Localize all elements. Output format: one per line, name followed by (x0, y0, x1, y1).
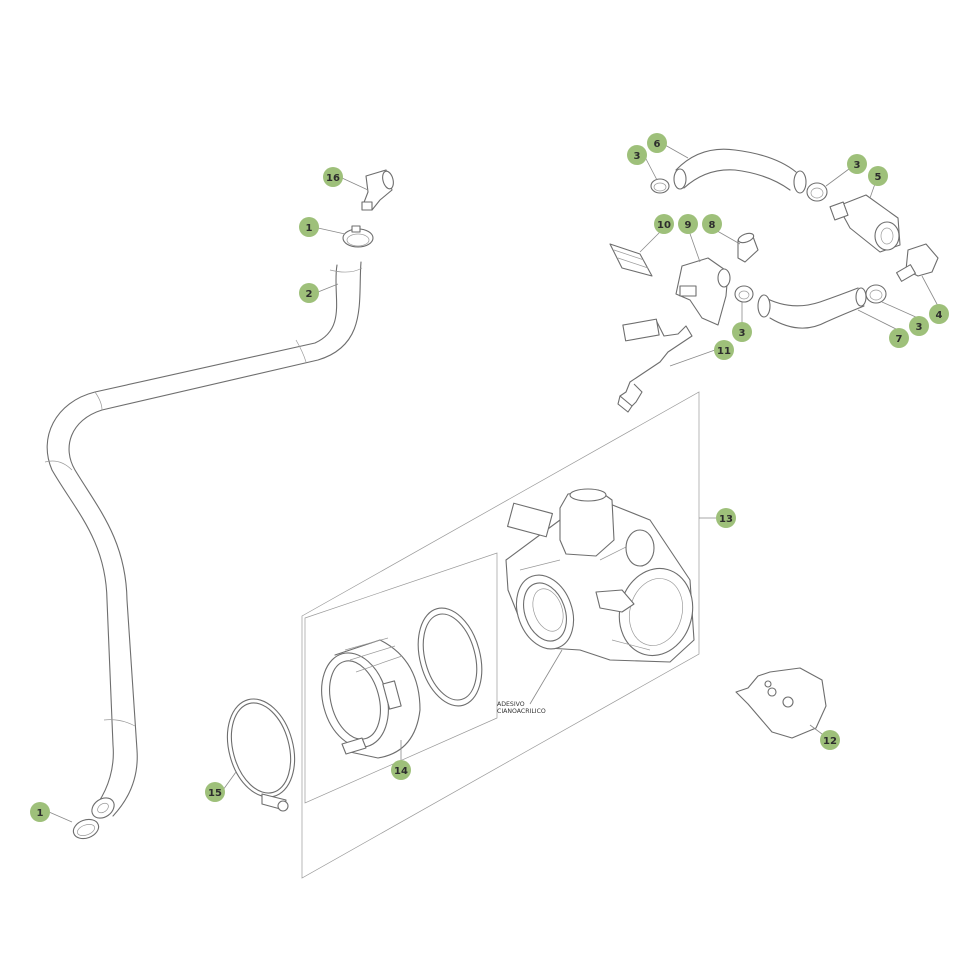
callout-label: 8 (709, 220, 716, 231)
clamp-3a (650, 178, 670, 194)
callout-bubble (678, 214, 698, 234)
callout-bubble (647, 133, 667, 153)
callout-label: 5 (875, 172, 882, 183)
hose-6 (673, 148, 807, 194)
callout-bubble (868, 166, 888, 186)
callout-bubble (889, 328, 909, 348)
injector-11 (617, 318, 693, 413)
callout-3-a: 3 (627, 145, 647, 165)
hose-7 (757, 287, 867, 329)
throttle-body (505, 488, 695, 663)
callout-bubble (702, 214, 722, 234)
hose-clamp-bottom (72, 818, 100, 840)
callouts: 16 1 2 1 3 6 3 5 10 9 8 4 3 7 3 11 13 12… (30, 133, 949, 822)
callout-label: 1 (37, 808, 44, 819)
callout-bubble (627, 145, 647, 165)
callout-label: 12 (823, 736, 837, 747)
callout-label: 9 (685, 220, 692, 231)
callout-6: 6 (647, 133, 667, 153)
callout-label: 3 (634, 151, 641, 162)
callout-bubble (323, 167, 343, 187)
elbow-fitting (361, 169, 394, 211)
callout-label: 4 (936, 310, 943, 321)
band-clamp-15 (226, 698, 296, 812)
callout-9: 9 (678, 214, 698, 234)
note-line-1: ADESIVO (497, 701, 525, 708)
callout-bubble (299, 217, 319, 237)
callout-bubble (30, 802, 50, 822)
callout-12: 12 (820, 730, 840, 750)
callout-label: 16 (326, 173, 340, 184)
callout-1-bottom: 1 (30, 802, 50, 822)
callout-bubble (299, 283, 319, 303)
callout-label: 7 (896, 334, 903, 345)
callout-bubble (820, 730, 840, 750)
connector-10 (609, 243, 653, 277)
callout-7: 7 (889, 328, 909, 348)
intake-sleeve-14 (321, 637, 421, 759)
callout-16: 16 (323, 167, 343, 187)
callout-label: 2 (306, 289, 313, 300)
callout-bubble (391, 760, 411, 780)
connector-5 (829, 194, 901, 253)
callout-label: 1 (306, 223, 313, 234)
callout-3-d: 3 (732, 322, 752, 342)
sensor-8 (737, 232, 759, 263)
callout-8: 8 (702, 214, 722, 234)
callout-bubble (205, 782, 225, 802)
callout-14: 14 (391, 760, 411, 780)
hose-long (44, 261, 363, 819)
callout-label: 6 (654, 139, 661, 150)
callout-2: 2 (299, 283, 319, 303)
plate-12 (735, 667, 827, 739)
callout-label: 15 (208, 788, 222, 799)
callout-bubble (909, 316, 929, 336)
clamp-3d (865, 284, 887, 304)
callout-label: 3 (854, 160, 861, 171)
callout-label: 13 (719, 514, 733, 525)
hose-clamp-top (342, 225, 374, 248)
callout-11: 11 (714, 340, 734, 360)
callout-bubble (732, 322, 752, 342)
panel-14-frame (304, 552, 498, 804)
callout-4: 4 (929, 304, 949, 324)
callout-label: 3 (739, 328, 746, 339)
ring-gasket (417, 607, 483, 707)
callout-bubble (847, 154, 867, 174)
callout-5: 5 (868, 166, 888, 186)
clamp-3b (806, 182, 828, 202)
callout-label: 10 (657, 220, 671, 231)
elbow-4 (896, 243, 939, 282)
callout-15: 15 (205, 782, 225, 802)
note-line-2: CIANOACRILICO (497, 708, 546, 715)
callout-1-top: 1 (299, 217, 319, 237)
callout-bubble (654, 214, 674, 234)
panel-13-frame (301, 391, 700, 879)
callout-3-b: 3 (847, 154, 867, 174)
valve-9 (675, 257, 731, 326)
callout-label: 11 (717, 346, 731, 357)
callout-13: 13 (716, 508, 736, 528)
callout-label: 3 (916, 322, 923, 333)
callout-3-c: 3 (909, 316, 929, 336)
callout-bubble (714, 340, 734, 360)
callout-bubble (929, 304, 949, 324)
clamp-3c (734, 285, 754, 303)
callout-bubble (716, 508, 736, 528)
callout-10: 10 (654, 214, 674, 234)
adhesive-note: ADESIVO CIANOACRILICO (497, 701, 546, 715)
callout-label: 14 (394, 766, 408, 777)
